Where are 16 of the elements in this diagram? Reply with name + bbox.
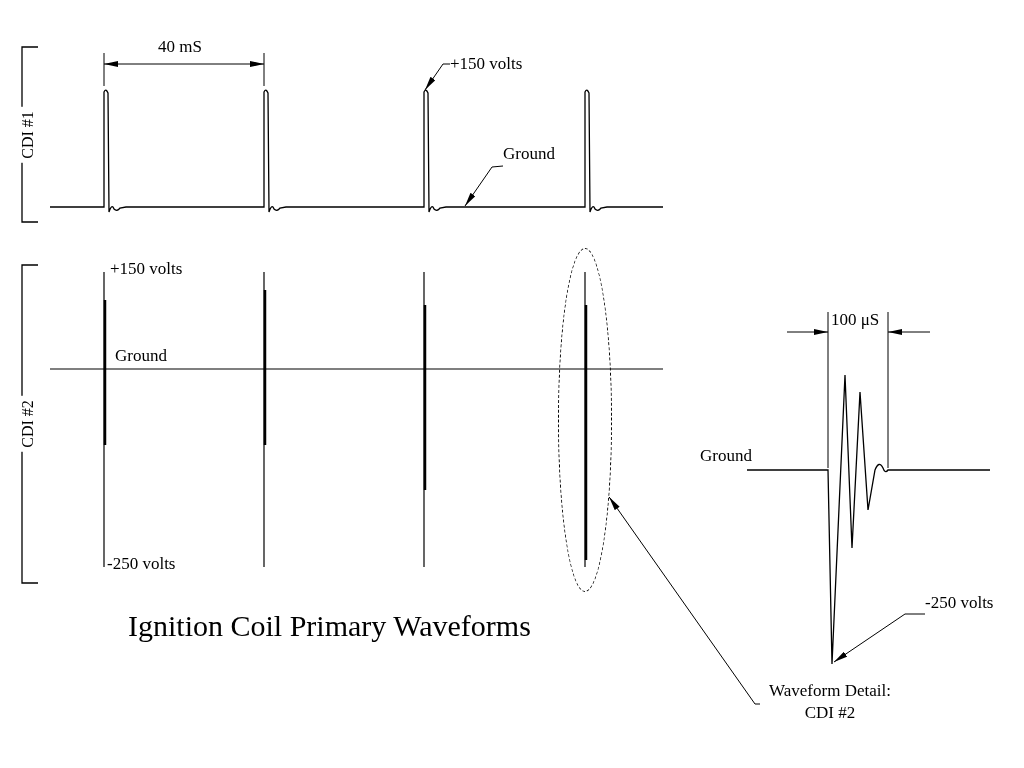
dimension-label: 40 mS [158, 37, 202, 57]
dimension-label: 100 μS [831, 310, 880, 330]
voltage-label: -250 volts [107, 554, 176, 574]
voltage-label: -250 volts [925, 592, 994, 614]
diagram-title: Ignition Coil Primary Waveforms [128, 608, 531, 644]
voltage-label: Ground [115, 346, 167, 366]
voltage-label: Ground [700, 446, 752, 466]
waveform-trace [49, 89, 664, 213]
callout-label: Waveform Detail: CDI #2 [756, 680, 904, 724]
voltage-label: Ground [503, 143, 555, 165]
leader-line [608, 496, 761, 705]
voltage-label: +150 volts [450, 53, 523, 75]
leader-line [833, 613, 926, 663]
leader-line [424, 63, 451, 91]
leader-line [464, 165, 504, 207]
voltage-label: +150 volts [110, 259, 183, 279]
